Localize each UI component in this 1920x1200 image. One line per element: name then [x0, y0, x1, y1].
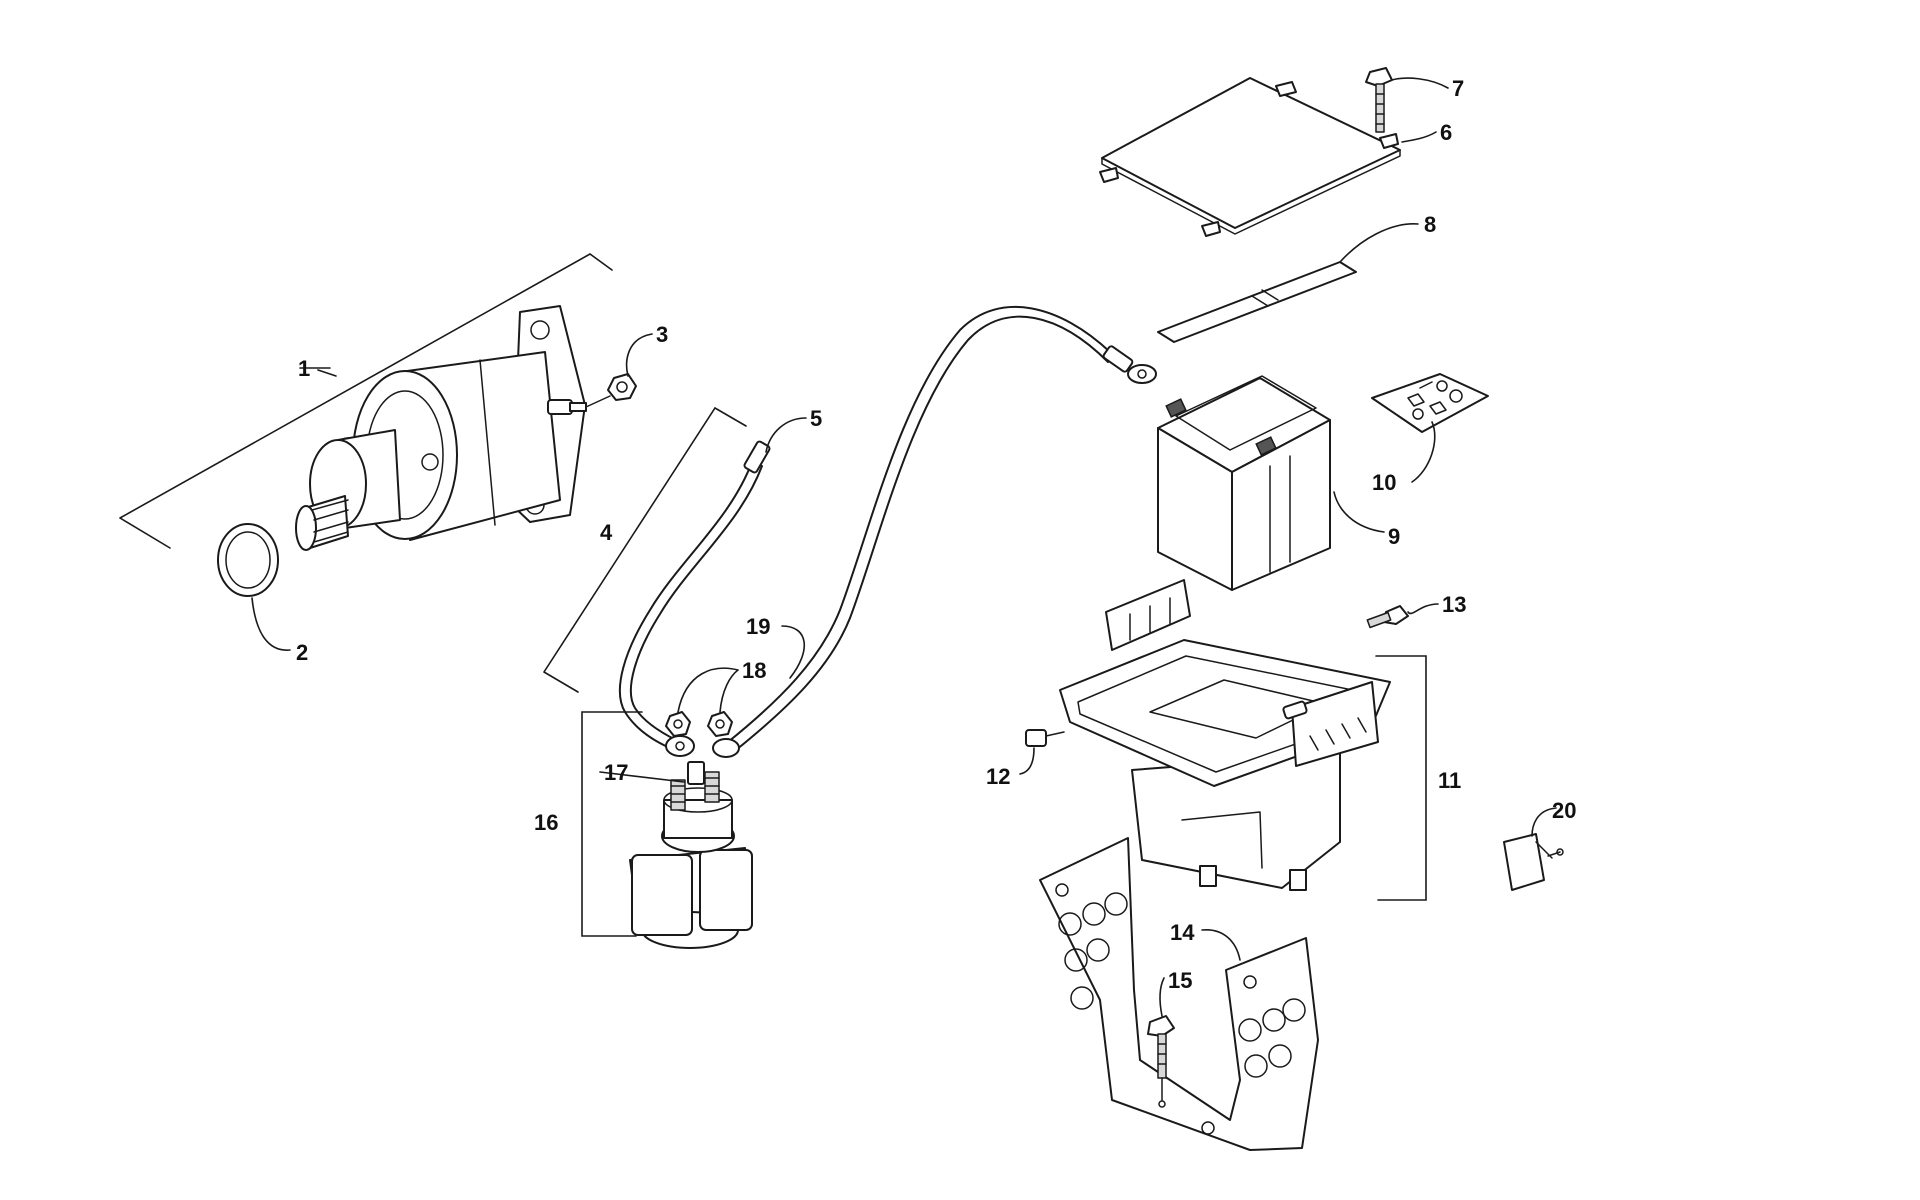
- callout-1: 1: [298, 356, 310, 381]
- callout-8: 8: [1424, 212, 1436, 237]
- callout-3: 3: [656, 322, 668, 347]
- fuse-holder: [1503, 833, 1564, 891]
- callout-17: 17: [604, 760, 628, 785]
- clip: [1025, 729, 1065, 747]
- callout-2: 2: [296, 640, 308, 665]
- cover-bolt: [1365, 67, 1393, 133]
- terminal-nut: [607, 373, 637, 401]
- callout-6: 6: [1440, 120, 1452, 145]
- hold-down-strap: [1157, 261, 1357, 343]
- callout-18: 18: [742, 658, 766, 683]
- starter-solenoid: [629, 761, 753, 949]
- mounting-bracket: [1039, 837, 1319, 1151]
- bracket-line-16: [581, 711, 643, 937]
- callout-15: 15: [1168, 968, 1192, 993]
- callout-9: 9: [1388, 524, 1400, 549]
- callout-13: 13: [1442, 592, 1466, 617]
- terminal-nuts: [665, 711, 733, 737]
- callout-12: 12: [986, 764, 1010, 789]
- callout-19: 19: [746, 614, 770, 639]
- battery-box: [1059, 579, 1391, 891]
- terminal-hardware-kit: [1371, 373, 1489, 433]
- bracket-bolt: [1147, 1015, 1175, 1108]
- battery-cover: [1099, 77, 1401, 237]
- o-ring: [217, 523, 279, 597]
- battery: [1157, 375, 1331, 591]
- leader-lines: [251, 77, 1557, 1017]
- starter-cable: [618, 440, 771, 757]
- starter-motor: [295, 305, 611, 551]
- callout-20: 20: [1552, 798, 1576, 823]
- battery-cable: [712, 306, 1157, 758]
- box-bolt: [1366, 605, 1409, 629]
- callout-7: 7: [1452, 76, 1464, 101]
- callout-16: 16: [534, 810, 558, 835]
- callout-5: 5: [810, 406, 822, 431]
- bracket-line-1: [119, 253, 613, 549]
- callout-11: 11: [1438, 768, 1461, 793]
- bracket-line-11: [1375, 655, 1427, 901]
- callout-14: 14: [1170, 920, 1195, 945]
- callout-10: 10: [1372, 470, 1396, 495]
- bracket-line-4: [543, 406, 747, 693]
- callout-4: 4: [600, 520, 613, 545]
